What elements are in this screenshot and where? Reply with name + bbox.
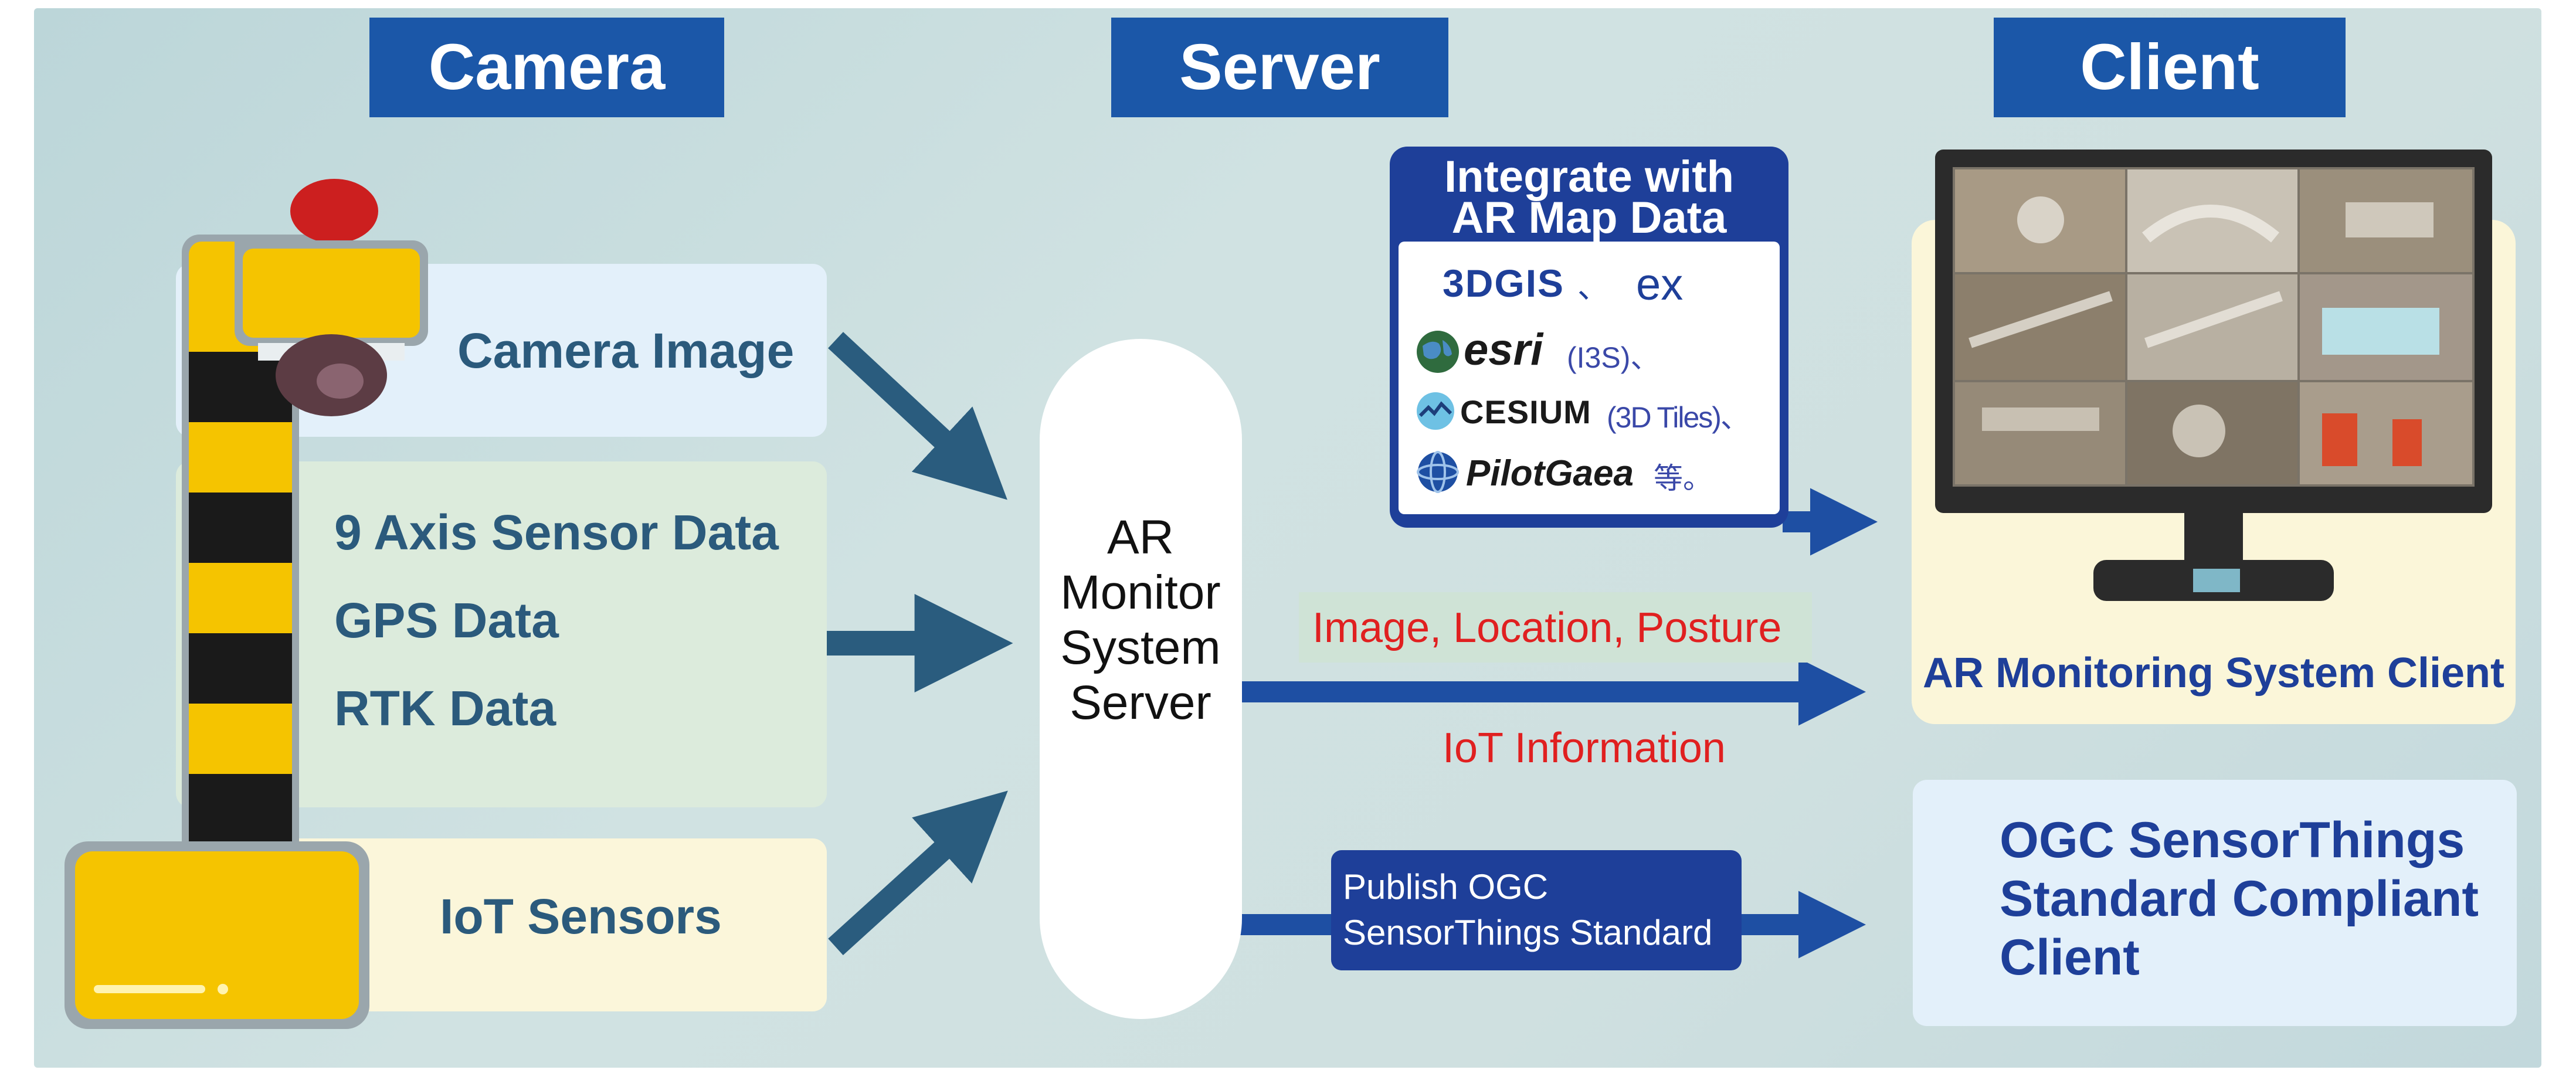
red-beacon-light [290, 179, 378, 243]
server-line-1: AR [1107, 511, 1174, 564]
logo-3dgis: 3DGIS [1443, 261, 1565, 305]
monitor-illustration [1935, 150, 2492, 601]
camera-header: Camera [369, 18, 724, 117]
server-node [1040, 339, 1242, 1019]
arrow-camera-to-server [828, 332, 1007, 500]
sensor-line-rtk: RTK Data [334, 681, 556, 736]
logo-pilotgaea: PilotGaea [1466, 453, 1634, 494]
server-line-4: Server [1070, 676, 1211, 729]
map-data-title-line-1: Integrate with [1444, 152, 1735, 202]
sensor-line-9axis: 9 Axis Sensor Data [334, 505, 779, 560]
pilotgaea-globe-icon [1417, 451, 1459, 493]
ogc-client-line-3: Client [2000, 929, 2140, 986]
logo-pilotgaea-suffix: 等。 [1654, 462, 1712, 495]
logo-cesium-suffix: (3D Tiles)、 [1607, 401, 1750, 434]
camera-image-label: Camera Image [457, 323, 795, 378]
publish-ogc-line-1: Publish OGC [1343, 867, 1549, 906]
server-line-2: Monitor [1060, 566, 1221, 619]
logo-esri: esri [1464, 325, 1543, 375]
ogc-client-line-1: OGC SensorThings [2000, 812, 2465, 868]
sensor-line-gps: GPS Data [334, 593, 559, 648]
iot-information-label: IoT Information [1443, 725, 1726, 772]
image-location-posture-label: Image, Location, Posture [1312, 604, 1782, 651]
iot-sensors-label: IoT Sensors [440, 889, 722, 944]
logo-esri-suffix: (I3S)、 [1567, 341, 1660, 374]
esri-globe-icon [1417, 331, 1459, 373]
logo-3dgis-suffix: 、 [1577, 270, 1609, 305]
map-data-title-line-2: AR Map Data [1451, 193, 1727, 243]
map-logos-panel [1399, 242, 1780, 514]
publish-ogc-line-2: SensorThings Standard [1343, 913, 1713, 952]
ogc-client-panel [1913, 780, 2517, 1026]
ar-client-label: AR Monitoring System Client [1922, 650, 2505, 697]
arrow-iot-to-server [828, 790, 1008, 956]
server-line-3: System [1060, 621, 1221, 674]
ex-label: ex [1636, 260, 1684, 310]
image-location-posture-bg [1299, 592, 1812, 663]
camera-pole-illustration [65, 179, 428, 1029]
logo-cesium: CESIUM [1460, 393, 1591, 430]
cesium-icon [1417, 392, 1454, 430]
ogc-client-line-2: Standard Compliant [2000, 871, 2479, 927]
server-header: Server [1111, 18, 1448, 117]
client-header: Client [1994, 18, 2346, 117]
publish-ogc-box [1331, 850, 1742, 970]
